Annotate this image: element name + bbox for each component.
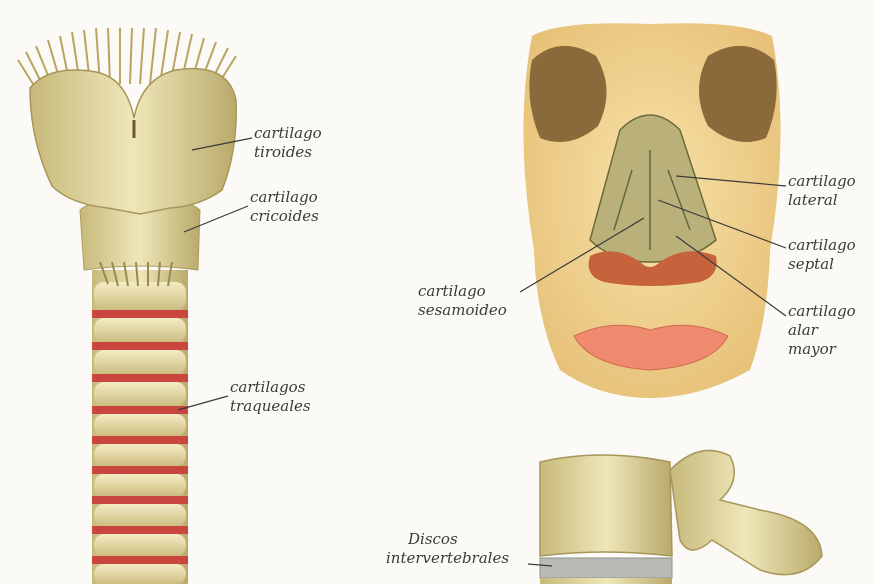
label-line: cricoides (250, 207, 319, 226)
label-line: alar (788, 321, 856, 340)
vertebral-process (670, 450, 822, 574)
label-cartilagos-traqueales: cartilagos traqueales (230, 378, 311, 416)
label-line: cartilago (254, 124, 322, 143)
label-cartilago-cricoides: cartilago cricoides (250, 188, 319, 226)
label-line: intervertebrales (386, 549, 509, 568)
label-line: lateral (788, 191, 856, 210)
thyroid-cartilage (30, 69, 236, 214)
label-line: cartilago (250, 188, 319, 207)
label-cartilago-sesamoideo: cartilago sesamoideo (418, 282, 507, 320)
label-cartilago-tiroides: cartilago tiroides (254, 124, 322, 162)
nasal-face-figure (523, 23, 780, 398)
label-line: cartilago (418, 282, 507, 301)
lower-vertebral-body (540, 578, 672, 584)
label-line: cartilago (788, 236, 856, 255)
label-line: cartilagos (230, 378, 311, 397)
label-line: sesamoideo (418, 301, 507, 320)
label-line: mayor (788, 340, 856, 359)
label-line: tiroides (254, 143, 322, 162)
vertebrae-figure (540, 450, 822, 584)
label-cartilago-septal: cartilago septal (788, 236, 856, 274)
label-line: cartilago (788, 172, 856, 191)
label-line: traqueales (230, 397, 311, 416)
label-line: cartilago (788, 302, 856, 321)
label-line: Discos (386, 530, 509, 549)
label-cartilago-alar-mayor: cartilago alar mayor (788, 302, 856, 359)
left-orbit (529, 46, 606, 142)
label-line: septal (788, 255, 856, 274)
intervertebral-disc (540, 558, 672, 578)
tracheal-rings (92, 282, 188, 584)
label-cartilago-lateral: cartilago lateral (788, 172, 856, 210)
right-orbit (699, 46, 777, 142)
label-discos-intervertebrales: Discos intervertebrales (386, 530, 509, 568)
larynx-trachea-figure (18, 28, 236, 584)
vertebral-body (540, 455, 672, 556)
